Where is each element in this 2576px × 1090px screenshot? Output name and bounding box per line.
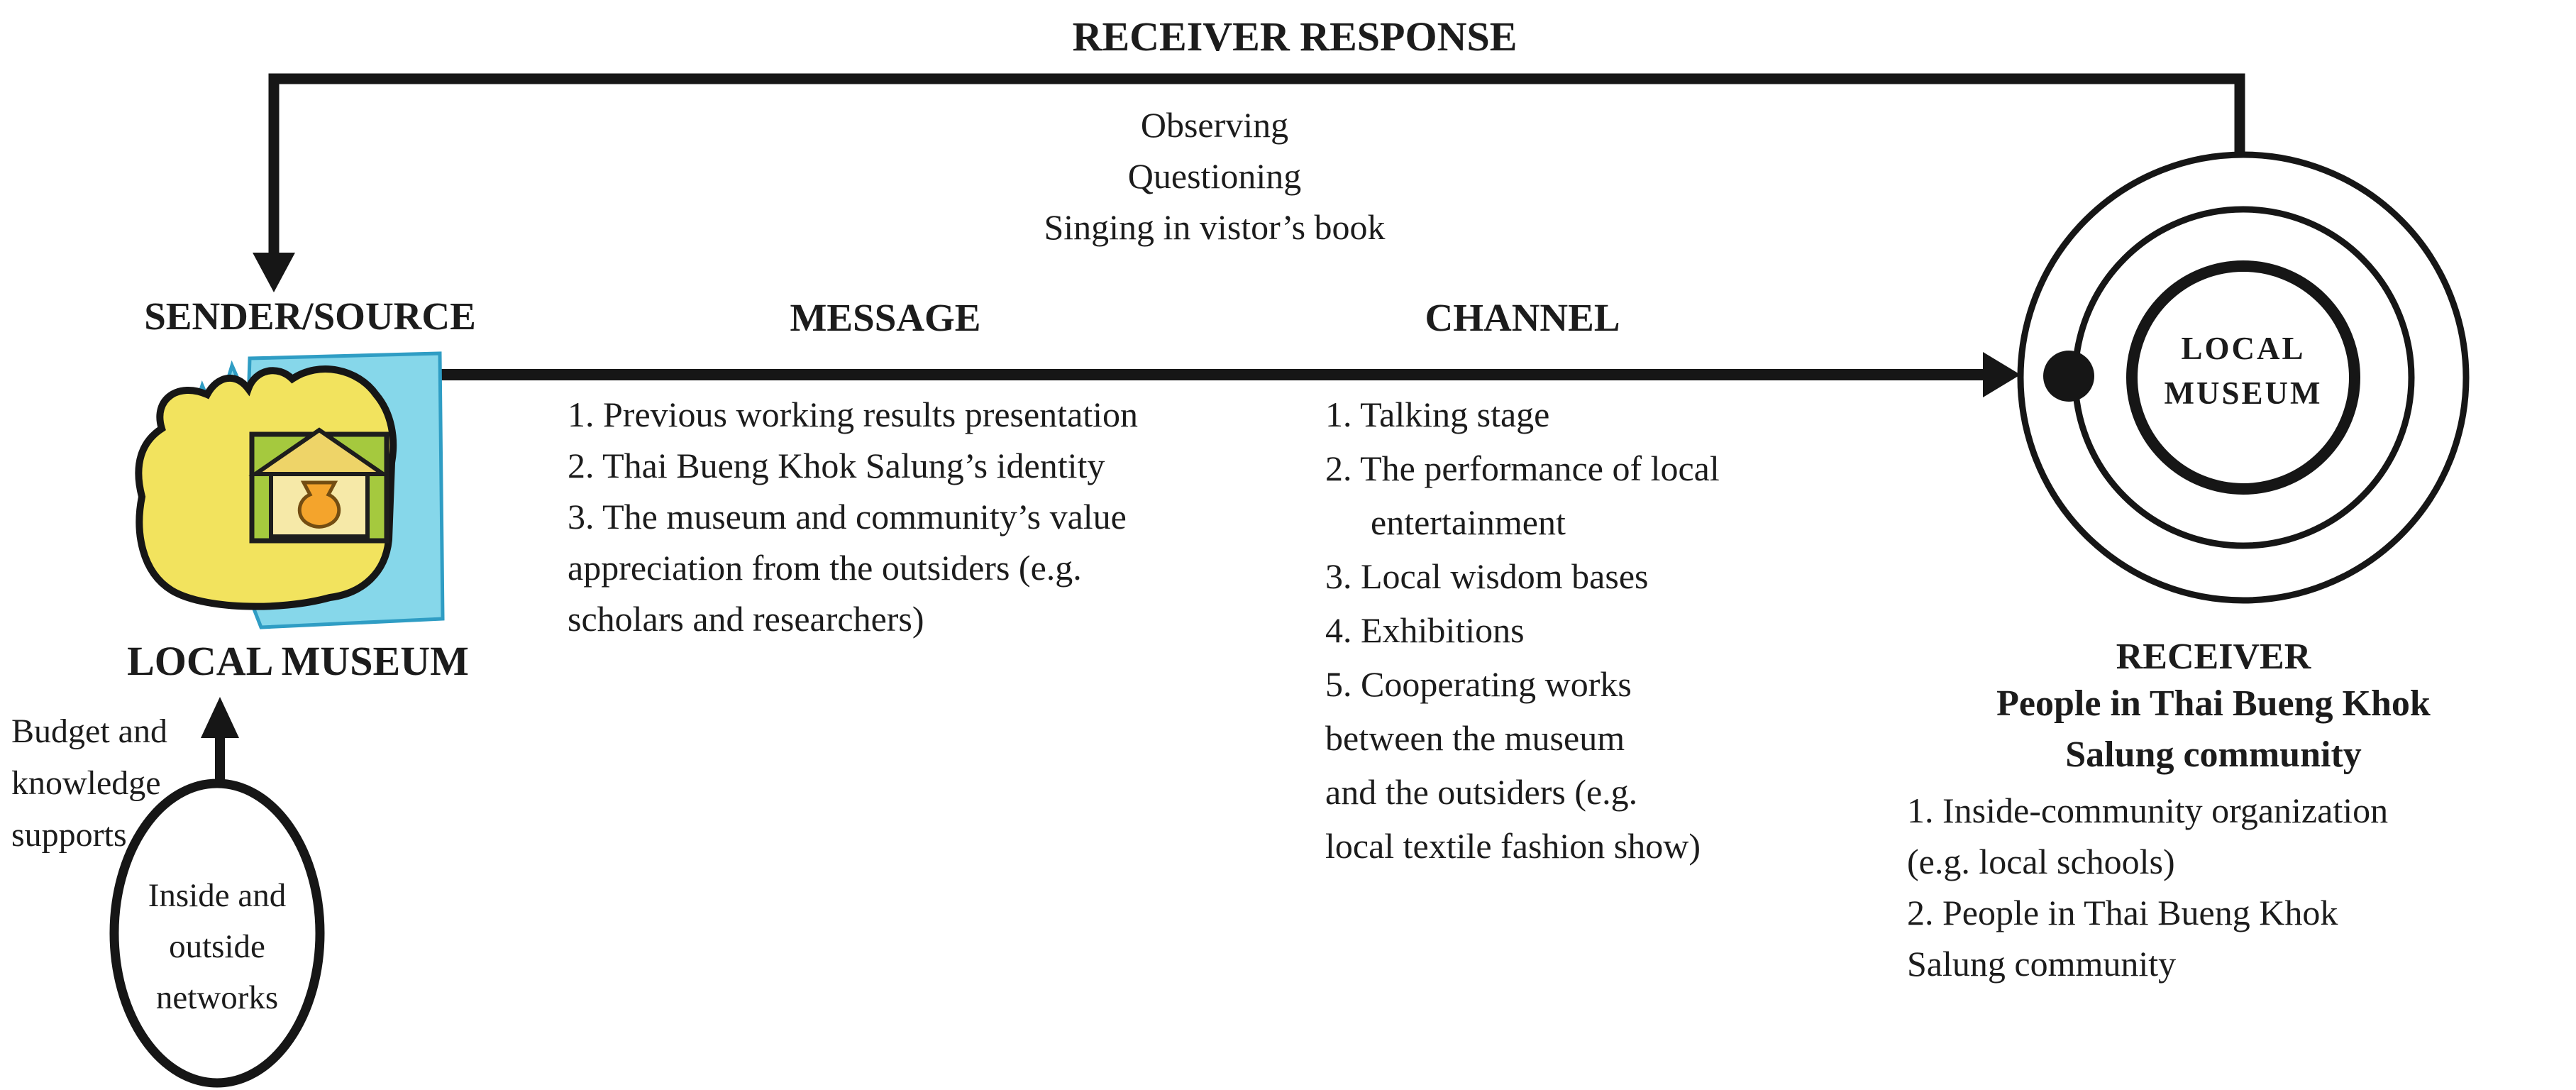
message-list: 1. Previous working results presentation… bbox=[568, 389, 1362, 644]
feedback-arrowhead-icon bbox=[253, 253, 295, 292]
channel-item: 2. The performance of local bbox=[1325, 448, 1720, 488]
channel-header: CHANNEL bbox=[1425, 296, 1620, 339]
message-item: 1. Previous working results presentation bbox=[568, 395, 1139, 434]
support-label: Budget and knowledge supports bbox=[11, 705, 253, 861]
logo-vase bbox=[297, 480, 341, 529]
receiver-dot-icon bbox=[2043, 351, 2094, 402]
receiver-list: 1. Inside-community organization (e.g. l… bbox=[1907, 785, 2574, 989]
receiver-subtitle: Salung community bbox=[2065, 734, 2362, 775]
response-item: Questioning bbox=[1127, 156, 1302, 196]
receiver-item: 1. Inside-community organization bbox=[1907, 791, 2389, 830]
message-header: MESSAGE bbox=[790, 296, 981, 339]
receiver-circle-label-line: MUSEUM bbox=[2164, 375, 2323, 411]
support-arrowhead-icon bbox=[201, 697, 239, 738]
channel-item: 1. Talking stage bbox=[1325, 395, 1550, 434]
message-item: 3. The museum and community’s value bbox=[568, 497, 1127, 536]
receiver-response-title: RECEIVER RESPONSE bbox=[1072, 13, 1518, 60]
channel-item: 4. Exhibitions bbox=[1325, 610, 1525, 650]
message-item: 2. Thai Bueng Khok Salung’s identity bbox=[568, 446, 1105, 485]
receiver-subtitle: People in Thai Bueng Khok bbox=[1996, 683, 2431, 724]
channel-item: 5. Cooperating works bbox=[1325, 664, 1632, 704]
channel-item: 3. Local wisdom bases bbox=[1325, 556, 1649, 596]
receiver-item-continuation: Salung community bbox=[1907, 944, 2177, 984]
response-item: Observing bbox=[1140, 105, 1289, 145]
networks-label-line: Inside and bbox=[148, 877, 287, 914]
museum-logo-icon bbox=[135, 351, 445, 629]
channel-arrowhead-icon bbox=[1983, 352, 2021, 397]
receiver-inner-circle bbox=[2126, 260, 2360, 495]
support-label-line: Budget and bbox=[11, 712, 167, 750]
support-label-line: knowledge bbox=[11, 764, 161, 802]
channel-list: 1. Talking stage 2. The performance of l… bbox=[1325, 387, 1950, 873]
channel-item-continuation: between the museum bbox=[1325, 718, 1625, 758]
networks-label: Inside and outside networks bbox=[104, 870, 331, 1023]
receiver-circle-label-line: LOCAL bbox=[2181, 331, 2306, 366]
feedback-line bbox=[268, 73, 2245, 264]
networks-label-line: outside bbox=[169, 928, 265, 965]
message-item-continuation: scholars and researchers) bbox=[568, 599, 924, 639]
response-list: Observing Questioning Singing in vistor’… bbox=[931, 99, 1498, 253]
sender-source-header: SENDER/SOURCE bbox=[144, 294, 476, 338]
channel-item-continuation: entertainment bbox=[1371, 502, 1566, 542]
networks-label-line: networks bbox=[155, 979, 279, 1016]
receiver-circle-label: LOCAL MUSEUM bbox=[2123, 326, 2364, 416]
sender-local-museum-label: LOCAL MUSEUM bbox=[127, 638, 469, 684]
receiver-item: 2. People in Thai Bueng Khok bbox=[1907, 893, 2338, 932]
message-item-continuation: appreciation from the outsiders (e.g. bbox=[568, 548, 1082, 588]
receiver-item-continuation: (e.g. local schools) bbox=[1907, 842, 2175, 881]
receiver-outer-circle bbox=[2017, 151, 2470, 604]
response-item: Singing in vistor’s book bbox=[1044, 207, 1386, 247]
support-label-line: supports bbox=[11, 816, 127, 854]
channel-item-continuation: and the outsiders (e.g. bbox=[1325, 772, 1638, 812]
channel-item-continuation: local textile fashion show) bbox=[1325, 826, 1701, 866]
receiver-header: RECEIVER bbox=[2116, 637, 2311, 677]
